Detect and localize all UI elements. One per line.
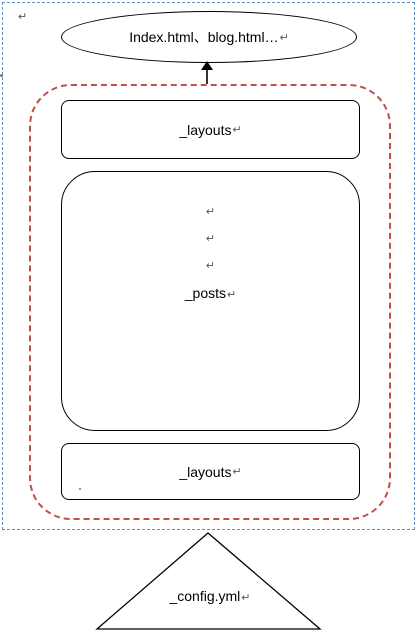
config-node: _config.yml↵ [150,588,270,604]
posts-blank-mark: ↵ [205,260,216,272]
outer-dashed-frame [2,2,415,530]
output-pages-node: Index.html、blog.html…↵ [61,11,357,63]
frame-side-dot [0,74,3,77]
layouts-bottom-mark: ↵ [232,466,242,478]
posts-node: ↵ ↵ ↵ _posts↵ [61,171,360,431]
output-pages-mark: ↵ [279,31,289,44]
layouts-bottom-node: _layouts↵ [61,443,360,500]
stray-dot [79,488,81,490]
config-mark: ↵ [241,592,251,604]
layouts-top-label: _layouts [179,121,232,138]
posts-label-line: _posts↵ [185,280,236,306]
posts-blank-mark: ↵ [205,206,216,218]
posts-label: _posts [184,285,227,301]
inner-dashed-frame [29,84,391,520]
config-label: _config.yml [169,588,241,604]
output-pages-label: Index.html、blog.html… [129,29,279,45]
posts-mark: ↵ [227,289,237,301]
posts-blank-mark: ↵ [205,233,216,245]
layouts-top-mark: ↵ [232,124,242,136]
layouts-bottom-label: _layouts [179,463,232,480]
corner-paragraph-mark: ↵ [18,11,28,23]
config-triangle [95,532,322,630]
arrow-head-icon [201,61,213,70]
layouts-top-node: _layouts↵ [61,100,360,159]
